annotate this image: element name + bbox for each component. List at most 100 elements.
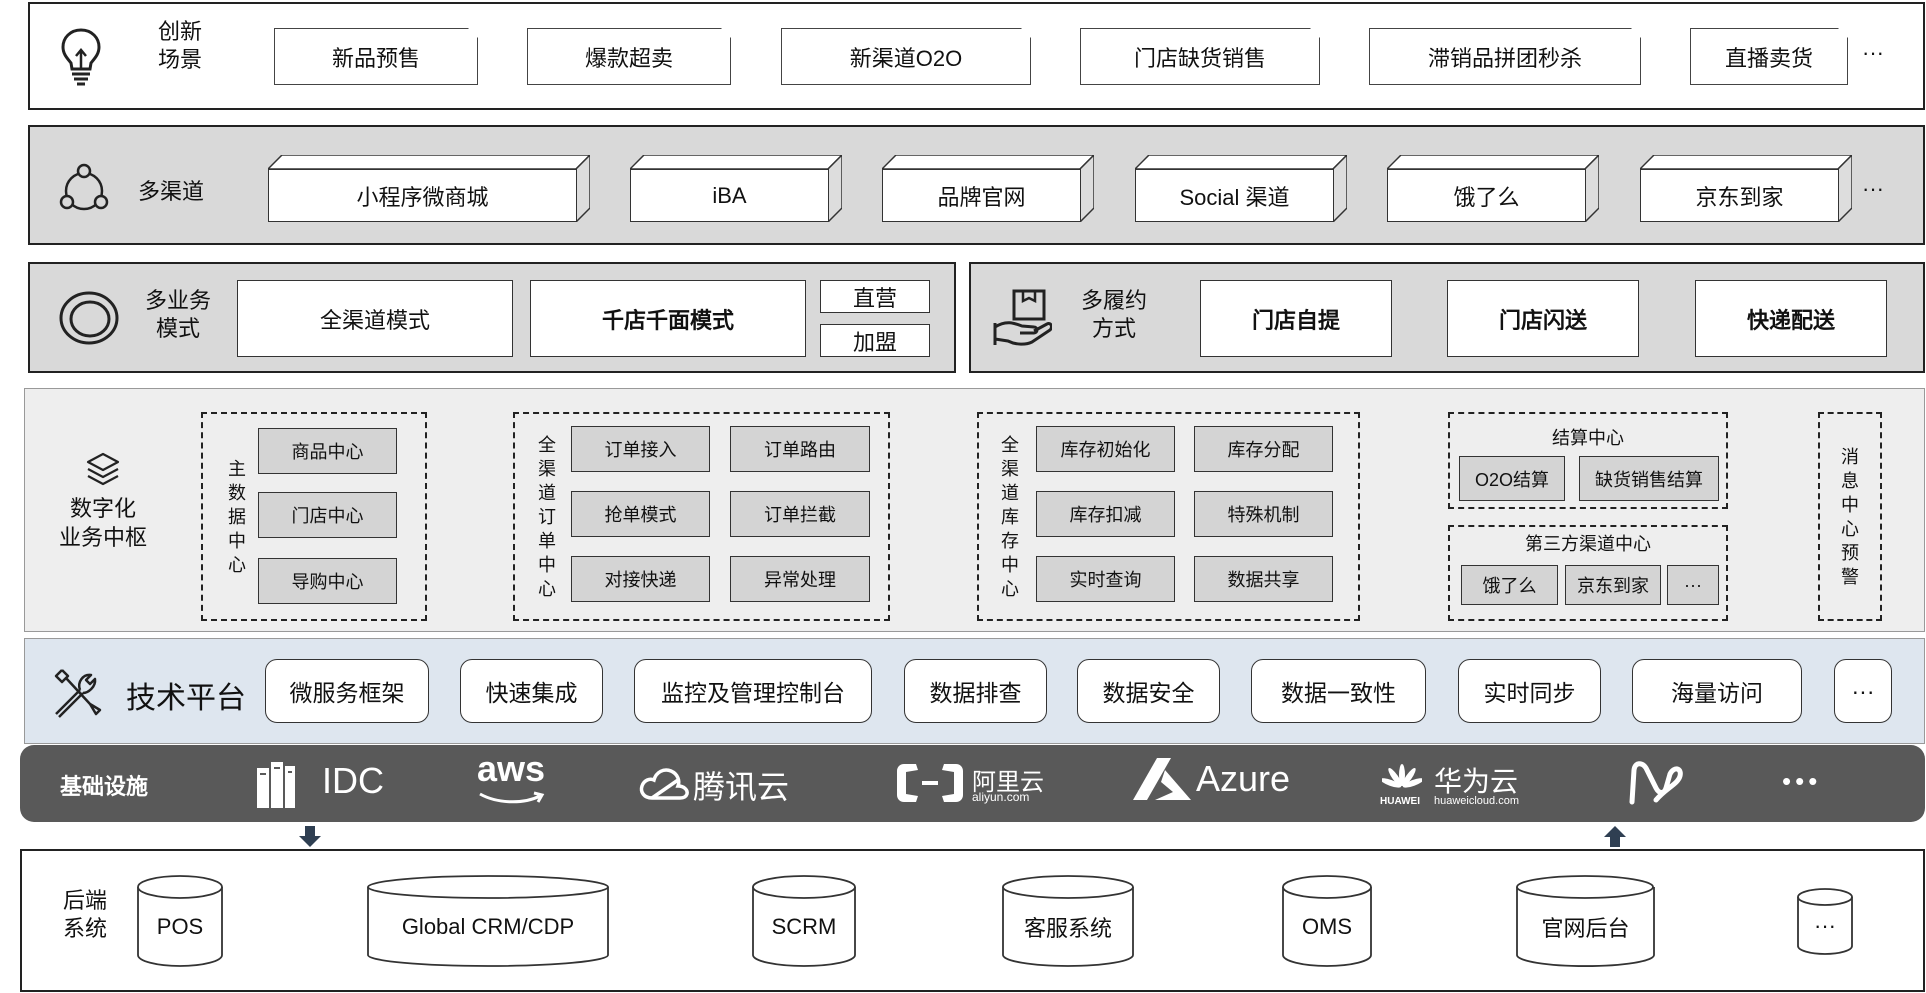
mode-sub-box: 加盟 [820,324,930,357]
innovation-scenes-title: 创新场景 [157,19,202,72]
scene-tag: 新品预售 [274,28,478,85]
order-center [513,412,890,621]
channel-box: 京东到家 [1640,155,1852,222]
backend-db: OMS [1282,875,1372,967]
inventory-center-label: 全渠道库存中心 [1001,435,1019,599]
settlement-center [1448,412,1728,509]
aliyun-icon [897,764,963,802]
order-center-item: 订单拦截 [730,491,870,537]
backend-db: POS [137,875,223,967]
third-party-item: 京东到家 [1565,565,1661,605]
tech-platform-item: ··· [1834,659,1892,723]
scene-tag: 门店缺货销售 [1080,28,1320,85]
package-hand-icon [993,289,1052,346]
aliyun-url-text: aliyun.com [972,790,1030,804]
aws-logo-text: aws [477,748,546,789]
tencent-cloud-icon [639,768,689,800]
inventory-center-item: 特殊机制 [1194,491,1333,537]
order-center-item: 异常处理 [730,556,870,602]
tencent-logo-text: 腾讯云 [693,769,790,805]
third-party-channel-center [1448,525,1728,621]
tech-platform-item: 数据一致性 [1251,659,1426,723]
inventory-center-item: 库存扣减 [1036,491,1175,537]
tech-platform-item: 监控及管理控制台 [634,659,872,723]
fulfillment-box: 快递配送 [1695,280,1887,357]
tech-platform-item: 海量访问 [1632,659,1802,723]
fulfillment-title: 多履约方式 [1080,288,1147,341]
settlement-item: 缺货销售结算 [1579,456,1719,501]
order-center-item: 抢单模式 [571,491,710,537]
backend-title: 后端系统 [62,888,107,941]
third-party-item: 饿了么 [1461,565,1558,605]
message-center-label: 消息中心预警 [1841,447,1859,587]
lightbulb-icon [61,28,101,86]
scene-tag: 新渠道O2O [781,28,1031,85]
settlement-center-label: 结算中心 [1552,428,1624,448]
huawei-url-text: huaweicloud.com [1434,795,1519,807]
order-center-item: 订单路由 [730,426,870,472]
infrastructure-title: 基础设施 [60,774,149,799]
third-party-item: ··· [1667,565,1719,605]
azure-logo-text: Azure [1196,758,1291,799]
tools-icon [54,669,102,718]
arrow-up-icon [1604,826,1626,847]
mode-box: 千店千面模式 [530,280,806,357]
channel-box: 小程序微商城 [268,155,590,222]
infrastructure-band [20,745,1925,822]
custom-cloud-logo-icon [1629,761,1683,805]
concentric-circles-icon [59,291,119,345]
huawei-brand-text: HUAWEI [1380,796,1420,807]
infrastructure-more: ••• [1782,766,1822,796]
mode-sub-box: 直营 [820,280,930,313]
scene-tag: 滞销品拼团秒杀 [1369,28,1641,85]
channels-more: ··· [1862,176,1884,201]
backend-db: SCRM [752,875,856,967]
backend-db: 客服系统 [1002,875,1134,967]
inventory-center-item: 实时查询 [1036,556,1175,602]
idc-logo-text: IDC [322,760,384,801]
order-center-item: 对接快递 [571,556,710,602]
idc-server-icon [257,762,295,808]
master-data-item: 商品中心 [258,428,397,474]
tech-platform-item: 快速集成 [460,659,603,723]
message-center [1818,412,1882,621]
aliyun-logo-text: 阿里云 [972,769,1044,796]
tech-platform-title: 技术平台 [126,682,246,715]
huawei-logo-text: 华为云 [1434,766,1519,797]
tech-platform-item: 微服务框架 [265,659,429,723]
master-data-item: 导购中心 [258,558,397,604]
backend-db: ··· [1797,888,1853,956]
inventory-center-item: 库存分配 [1194,426,1333,472]
digital-hub-title: 数字化业务中枢 [58,496,147,550]
business-modes-title: 多业务模式 [144,288,211,341]
arrow-down-icon [299,826,321,847]
fulfillment-box: 门店自提 [1200,280,1392,357]
inventory-center-item: 库存初始化 [1036,426,1175,472]
share-network-icon [59,163,109,211]
backend-db: Global CRM/CDP [367,875,609,967]
huawei-flower-icon [1382,764,1422,788]
backend-db: 官网后台 [1516,875,1655,967]
master-data-item: 门店中心 [258,492,397,538]
channel-box: iBA [630,155,842,222]
master-data-center [201,412,427,621]
tech-platform-item: 实时同步 [1458,659,1601,723]
inventory-center-item: 数据共享 [1194,556,1333,602]
scene-tag: 爆款超卖 [527,28,731,85]
master-data-label: 主数据中心 [228,459,246,575]
tech-platform-item: 数据安全 [1077,659,1220,723]
layers-icon [86,452,120,486]
channels-title: 多渠道 [138,179,205,204]
azure-icon [1133,758,1191,800]
scene-tag: 直播卖货 [1690,28,1848,85]
channel-box: 品牌官网 [882,155,1094,222]
fulfillment-box: 门店闪送 [1447,280,1639,357]
channel-box: Social 渠道 [1135,155,1347,222]
third-party-channel-label: 第三方渠道中心 [1525,534,1651,554]
order-center-label: 全渠道订单中心 [538,435,556,599]
tech-platform-item: 数据排查 [904,659,1047,723]
scenes-more: ··· [1862,40,1884,65]
settlement-item: O2O结算 [1459,456,1565,501]
aws-smile-icon [479,791,545,804]
inventory-center [977,412,1360,621]
